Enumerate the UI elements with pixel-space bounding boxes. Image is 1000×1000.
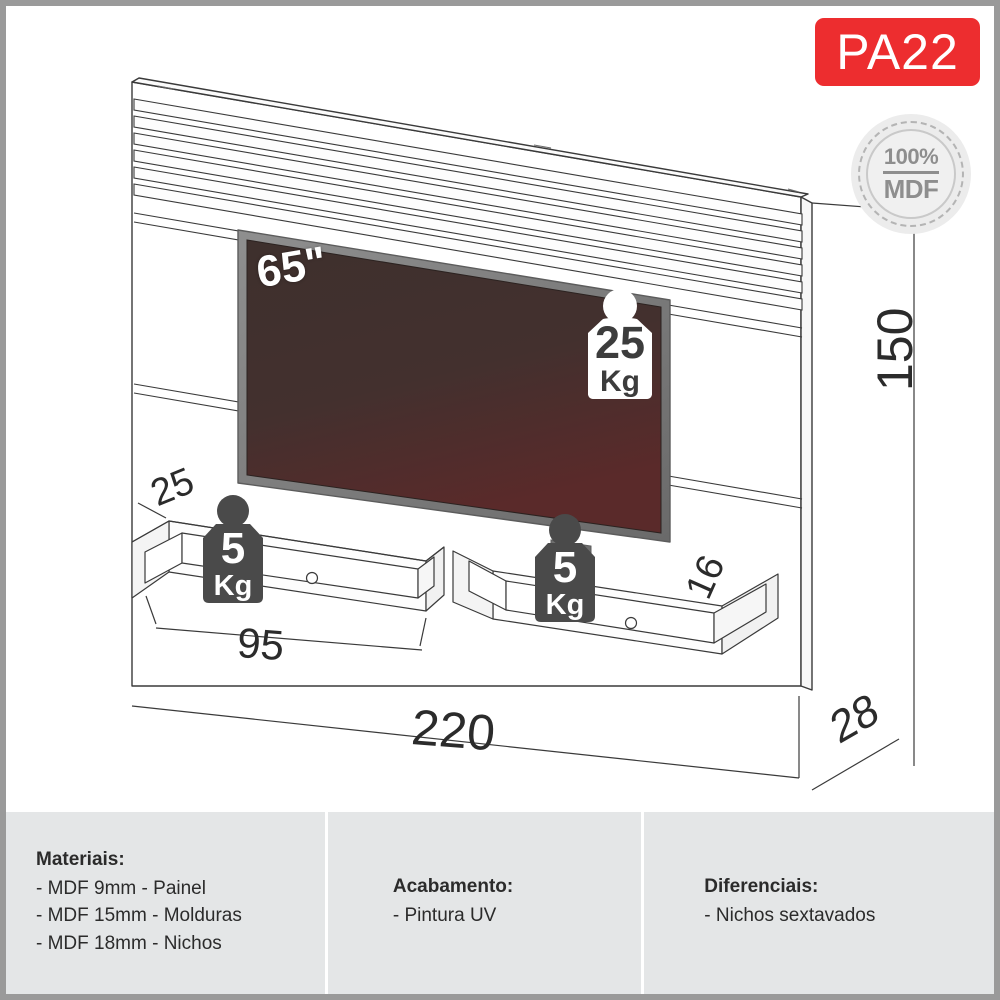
load-tag-5kg-left-value: 5 bbox=[221, 524, 245, 573]
product-code-badge: PA22 bbox=[815, 18, 980, 86]
load-tag-5kg-right-value: 5 bbox=[553, 543, 577, 592]
materials-title: Materiais: bbox=[36, 848, 125, 870]
seal-percent-text: 100% bbox=[883, 144, 939, 169]
television bbox=[237, 229, 671, 559]
materials-line-1: - MDF 9mm - Painel bbox=[36, 877, 206, 899]
dimension-label-width: 220 bbox=[409, 698, 498, 762]
seal-inner-ring: 100% MDF bbox=[866, 129, 956, 219]
seal-divider bbox=[883, 171, 939, 174]
highlights-line-1: - Nichos sextavados bbox=[704, 905, 876, 927]
seal-dashed-ring bbox=[858, 121, 964, 227]
materials-line-2: - MDF 15mm - Molduras bbox=[36, 905, 242, 927]
product-code-text: PA22 bbox=[836, 24, 959, 80]
load-tag-5kg-left: 5 Kg bbox=[197, 493, 269, 609]
mdf-seal-icon: 100% MDF bbox=[851, 114, 971, 234]
highlights-panel: Diferenciais: - Nichos sextavados bbox=[644, 812, 994, 994]
specs-info-bar: Materiais: - MDF 9mm - Painel - MDF 15mm… bbox=[6, 812, 994, 994]
load-tag-25kg-value: 25 bbox=[595, 317, 645, 368]
panel-fixing-marks bbox=[157, 85, 800, 193]
finish-title: Acabamento: bbox=[392, 876, 514, 898]
seal-material-text: MDF bbox=[883, 174, 939, 204]
finish-panel: Acabamento: - Pintura UV bbox=[327, 812, 642, 994]
panel-molding-slats bbox=[133, 98, 803, 311]
materials-panel: Materiais: - MDF 9mm - Painel - MDF 15mm… bbox=[6, 812, 325, 994]
materials-line-3: - MDF 18mm - Nichos bbox=[36, 932, 222, 954]
highlights-title: Diferenciais: bbox=[704, 876, 819, 898]
load-tag-5kg-left-unit: Kg bbox=[214, 570, 253, 602]
load-tag-5kg-right-unit: Kg bbox=[546, 589, 585, 621]
dimension-label-height: 150 bbox=[867, 307, 923, 391]
dimension-lines bbox=[131, 202, 920, 791]
technical-drawing-canvas: 65" 25 Kg 5 Kg 5 bbox=[6, 6, 994, 812]
finish-line-1: - Pintura UV bbox=[392, 905, 497, 927]
dimension-label-niche-width: 95 bbox=[235, 619, 286, 670]
load-tag-5kg-right: 5 Kg bbox=[529, 512, 601, 628]
load-tag-25kg-unit: Kg bbox=[600, 365, 640, 398]
load-tag-25kg: 25 Kg bbox=[582, 287, 658, 405]
